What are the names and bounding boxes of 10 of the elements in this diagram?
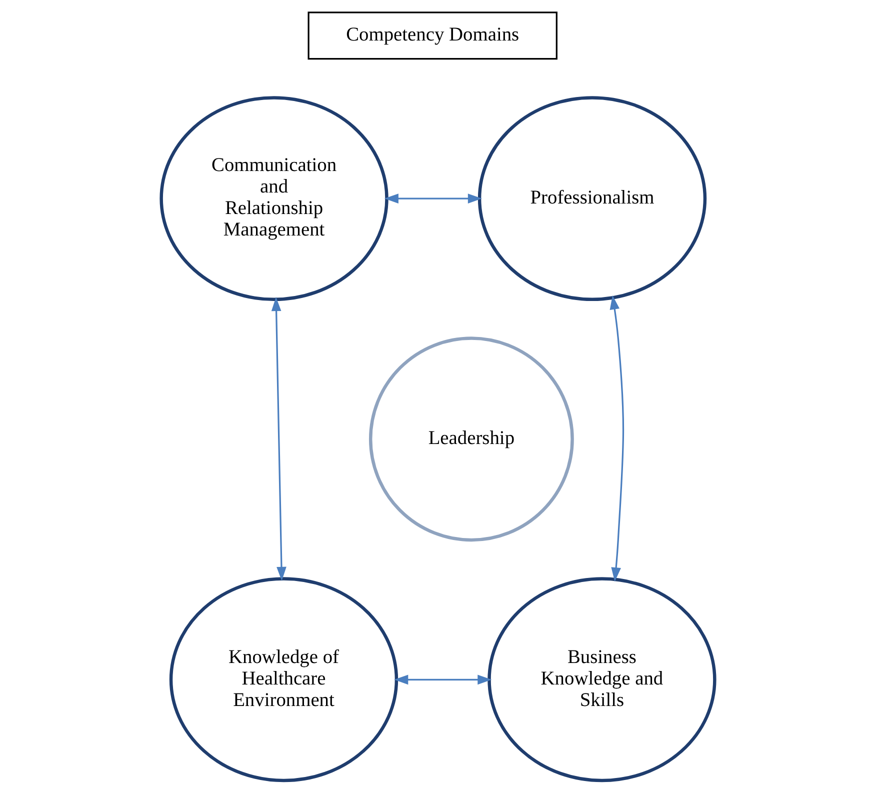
arrow bbox=[270, 297, 286, 581]
node-ellipse: Business Knowledge and Skills bbox=[487, 577, 716, 782]
arrow bbox=[394, 674, 492, 685]
node-box: Competency Domains bbox=[307, 12, 557, 60]
node-ellipse: Professionalism bbox=[477, 96, 706, 302]
node-circle: Leadership bbox=[368, 336, 574, 542]
node-ellipse: Communication and Relationship Management bbox=[159, 96, 388, 302]
node-ellipse: Knowledge of Healthcare Environment bbox=[168, 577, 398, 782]
arrow bbox=[609, 295, 624, 582]
arrow bbox=[384, 194, 482, 204]
